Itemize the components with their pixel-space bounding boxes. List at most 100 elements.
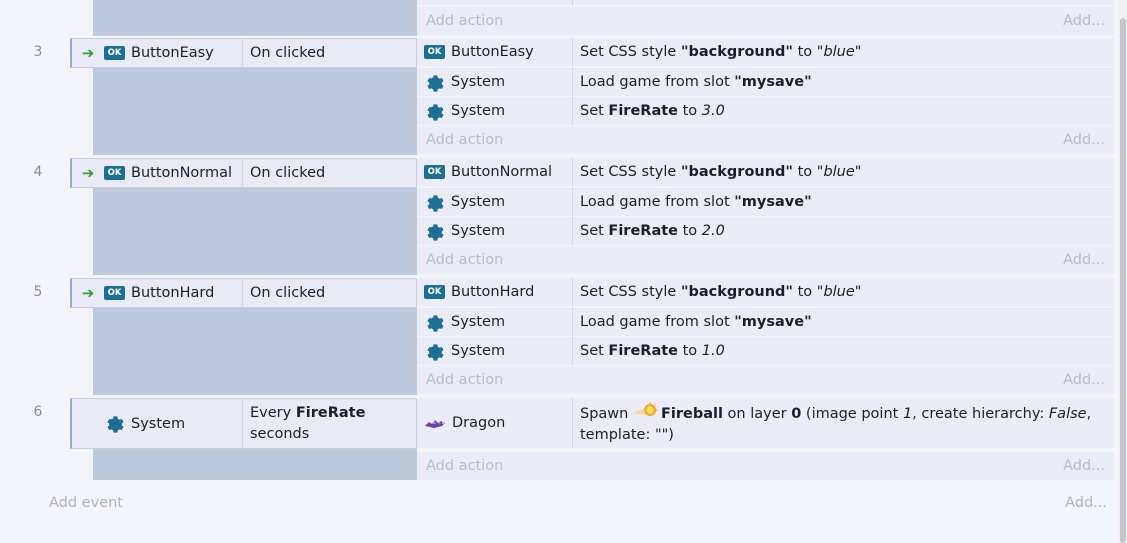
button-ok-icon: OK [424, 165, 445, 179]
add-action-row[interactable]: Add action Add... [417, 126, 1114, 154]
button-ok-icon: OK [424, 285, 445, 299]
action-object[interactable]: Dragon [417, 398, 573, 448]
add-action-label[interactable]: Add action [426, 372, 504, 388]
add-action-label[interactable]: Add action [426, 458, 504, 474]
action-row[interactable]: System Set FireRate to 1.0 [417, 337, 1114, 366]
action-object-name: System [451, 74, 506, 90]
condition-row[interactable]: ➜ OK ButtonNormal On clicked [70, 158, 417, 188]
condition-row[interactable]: ➜ OK ButtonEasy On clicked [70, 38, 417, 68]
action-object-name: ButtonEasy [451, 44, 534, 60]
action-object-name: System [451, 343, 506, 359]
add-event-button[interactable]: Add... [1065, 495, 1107, 511]
condition-object-name: ButtonHard [131, 285, 215, 301]
action-text: Set CSS style "background" to "blue" [580, 43, 862, 60]
action-text: Load game from slot "mysave" [580, 73, 812, 90]
action-row-partial[interactable] [417, 0, 1114, 6]
condition-object[interactable]: OK ButtonNormal [104, 159, 243, 187]
action-row[interactable]: Dragon Spawn Fireball on layer 0 (image … [417, 398, 1114, 449]
action-row[interactable]: OK ButtonNormal Set CSS style "backgroun… [417, 158, 1114, 187]
add-action-label[interactable]: Add action [426, 132, 504, 148]
action-text: Set FireRate to 1.0 [580, 342, 725, 359]
event-number: 6 [33, 404, 43, 420]
action-row[interactable]: System Load game from slot "mysave" [417, 68, 1114, 97]
gear-icon [427, 194, 444, 212]
action-text: Set FireRate to 3.0 [580, 102, 725, 119]
action-row[interactable]: OK ButtonHard Set CSS style "background"… [417, 278, 1114, 307]
action-object[interactable]: System [417, 68, 573, 96]
condition-row[interactable]: ➜ OK ButtonHard On clicked [70, 278, 417, 308]
action-object-name: System [451, 314, 506, 330]
gear-icon [107, 416, 124, 433]
add-event-link[interactable]: Add event [49, 495, 123, 511]
gear-icon [427, 343, 444, 361]
action-row[interactable]: System Set FireRate to 3.0 [417, 97, 1114, 126]
action-object[interactable]: OK ButtonHard [417, 278, 573, 306]
condition-object-name: ButtonNormal [131, 165, 233, 181]
add-action-row[interactable]: Add action Add... [417, 452, 1114, 480]
trigger-arrow-icon: ➜ [81, 284, 95, 302]
action-text: Load game from slot "mysave" [580, 313, 812, 330]
action-row[interactable]: OK ButtonEasy Set CSS style "background"… [417, 38, 1114, 67]
add-action-label[interactable]: Add action [426, 252, 504, 268]
condition-text: On clicked [250, 284, 326, 301]
event-number: 3 [33, 44, 43, 60]
condition-text: On clicked [250, 44, 326, 61]
action-row[interactable]: System Load game from slot "mysave" [417, 188, 1114, 217]
fireball-icon [633, 401, 658, 416]
dragon-icon [425, 420, 445, 428]
action-object-name: ButtonNormal [451, 164, 553, 180]
vertical-scrollbar[interactable] [1119, 0, 1127, 543]
action-object-name: System [451, 194, 506, 210]
condition-object[interactable]: OK ButtonEasy [104, 39, 243, 67]
add-action-row[interactable]: Add action Add... [417, 366, 1114, 394]
condition-text: On clicked [250, 164, 326, 181]
action-object-cell [417, 0, 573, 6]
add-action-label[interactable]: Add action [426, 13, 504, 29]
action-object[interactable]: System [417, 217, 573, 245]
action-object[interactable]: System [417, 308, 573, 336]
action-row[interactable]: System Load game from slot "mysave" [417, 308, 1114, 337]
action-row[interactable]: System Set FireRate to 2.0 [417, 217, 1114, 246]
event-number: 5 [33, 284, 43, 300]
button-ok-icon: OK [104, 286, 125, 300]
trigger-arrow-icon: ➜ [81, 44, 95, 62]
action-object[interactable]: System [417, 97, 573, 125]
action-object-name: ButtonHard [451, 284, 535, 300]
action-text: Spawn Fireball on layer 0 (image point 1… [573, 401, 1103, 446]
button-ok-icon: OK [104, 46, 125, 60]
action-text: Load game from slot "mysave" [580, 193, 812, 210]
condition-object-name: ButtonEasy [131, 45, 214, 61]
gear-icon [427, 223, 444, 241]
condition-object[interactable]: System [104, 399, 243, 448]
scrollbar-thumb[interactable] [1120, 18, 1126, 543]
action-text: Set CSS style "background" to "blue" [580, 283, 862, 300]
condition-object[interactable]: OK ButtonHard [104, 279, 243, 307]
action-object-name: Dragon [452, 415, 506, 431]
event-2-body [93, 0, 417, 36]
button-ok-icon: OK [424, 45, 445, 59]
add-action-button[interactable]: Add... [1063, 132, 1105, 148]
action-text: Set CSS style "background" to "blue" [580, 163, 862, 180]
condition-object-name: System [131, 415, 186, 432]
action-object[interactable]: System [417, 337, 573, 365]
action-object-name: System [451, 223, 506, 239]
action-object-name: System [451, 103, 506, 119]
gear-icon [427, 74, 444, 92]
add-action-row[interactable]: Add action Add... [417, 7, 1114, 35]
add-action-button[interactable]: Add... [1063, 372, 1105, 388]
action-object[interactable]: OK ButtonNormal [417, 158, 573, 186]
add-action-button[interactable]: Add... [1063, 458, 1105, 474]
add-action-row[interactable]: Add action Add... [417, 246, 1114, 274]
trigger-arrow-icon: ➜ [81, 164, 95, 182]
gear-icon [427, 103, 444, 121]
event-number: 4 [33, 164, 43, 180]
action-text: Set FireRate to 2.0 [580, 222, 725, 239]
button-ok-icon: OK [104, 166, 125, 180]
gear-icon [427, 314, 444, 332]
add-action-button[interactable]: Add... [1063, 252, 1105, 268]
action-object[interactable]: System [417, 188, 573, 216]
action-object[interactable]: OK ButtonEasy [417, 38, 573, 66]
add-action-button[interactable]: Add... [1063, 13, 1105, 29]
